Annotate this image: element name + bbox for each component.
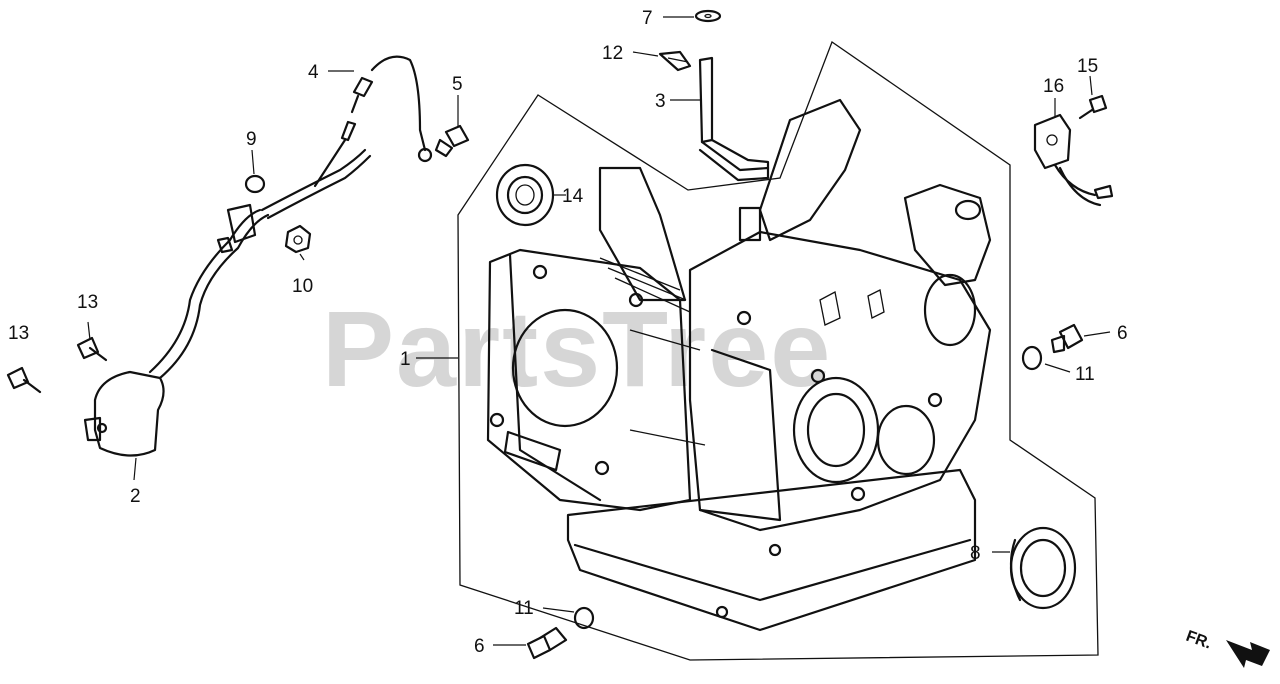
clip-12 — [658, 50, 692, 72]
callout-9: 9 — [246, 129, 257, 150]
callout-15: 15 — [1077, 56, 1098, 77]
bearing-14 — [495, 163, 555, 227]
oil-alert-16 — [1033, 113, 1114, 207]
washer-11b — [573, 606, 595, 630]
bolt-6a — [1050, 323, 1084, 354]
bolt-5 — [434, 124, 470, 158]
bolt-13a — [76, 336, 108, 362]
oil-seal-8 — [1009, 526, 1077, 610]
callout-10: 10 — [292, 276, 313, 297]
callout-4: 4 — [308, 62, 319, 83]
callout-11a: 11 — [1075, 364, 1095, 385]
callout-6b: 6 — [474, 636, 485, 657]
bolt-13b — [6, 366, 42, 394]
crankcase-block — [486, 98, 992, 632]
callout-13a: 13 — [77, 292, 98, 313]
callout-11b: 11 — [514, 598, 534, 619]
callout-16: 16 — [1043, 76, 1064, 97]
front-direction-label: FR. — [1184, 628, 1214, 653]
callout-8: 8 — [970, 543, 981, 564]
nut-10 — [284, 224, 312, 254]
leader-lines — [87, 16, 1111, 646]
ignition-coil — [83, 203, 270, 457]
o-ring-9 — [244, 174, 266, 194]
washer-11a — [1021, 345, 1043, 371]
callout-5: 5 — [452, 74, 463, 95]
assembly-boundary — [457, 40, 1099, 661]
callout-2: 2 — [130, 486, 141, 507]
callout-1: 1 — [400, 349, 411, 370]
bolt-15 — [1078, 94, 1108, 120]
governor-rod — [698, 56, 770, 182]
callout-7: 7 — [642, 8, 653, 29]
callout-6a: 6 — [1117, 323, 1128, 344]
front-direction-indicator: FR. — [1184, 628, 1270, 668]
callout-14: 14 — [562, 186, 584, 207]
stop-wire — [260, 55, 433, 220]
washer-7 — [694, 9, 722, 23]
watermark: PartsTree — [322, 288, 832, 409]
callout-12: 12 — [602, 43, 623, 64]
callout-13b: 13 — [8, 323, 29, 344]
callout-3: 3 — [655, 91, 666, 112]
callouts: 7 12 3 4 5 9 14 10 13 13 1 2 16 15 6 11 … — [8, 8, 1128, 657]
bolt-6b — [526, 626, 568, 660]
front-arrow-icon — [1226, 640, 1270, 668]
